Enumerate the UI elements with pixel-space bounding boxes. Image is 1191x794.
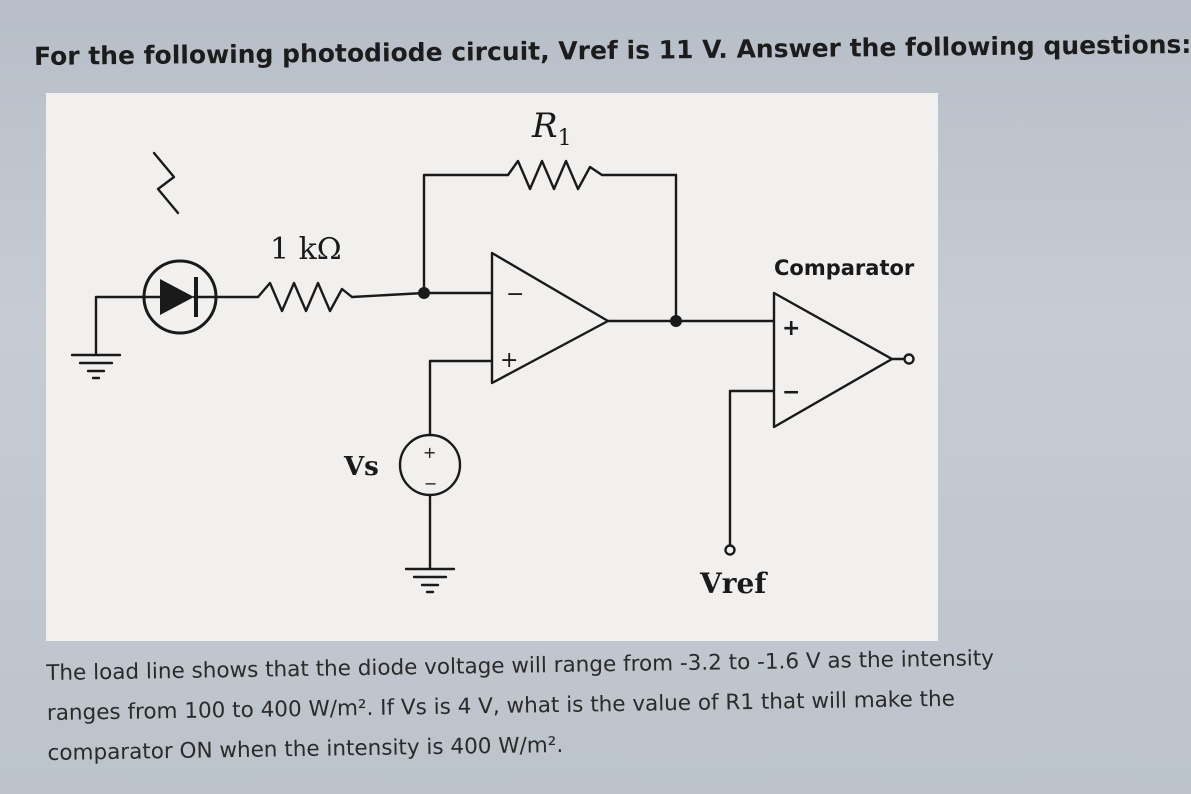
feedback-left-wire (422, 173, 510, 295)
feedback-resistor-label: R1 (531, 106, 572, 151)
comparator-minus-sign: − (782, 380, 800, 405)
photo-background: For the following photodiode circuit, Vr… (33, 29, 1191, 774)
circuit-figure: R1 1 kΩ Vs + − − + Comparator + − Vref (46, 93, 938, 641)
photodiode-triangle-icon (160, 279, 194, 315)
comparator-triangle (772, 291, 894, 429)
light-ray-icon (152, 151, 180, 215)
question-title: For the following photodiode circuit, Vr… (33, 29, 1191, 71)
circuit-diagram: R1 1 kΩ Vs + − − + Comparator + − Vref (70, 106, 915, 600)
vref-wire (728, 389, 776, 547)
vref-label: Vref (699, 567, 768, 600)
junction-dot-inverting (418, 287, 430, 299)
comparator-label: Comparator (774, 256, 915, 280)
source-plus-sign: + (423, 443, 436, 462)
source-minus-sign: − (424, 474, 437, 493)
ground-symbol-left (70, 353, 122, 380)
comparator-plus-sign: + (782, 316, 800, 341)
question-body: The load line shows that the diode volta… (46, 638, 1088, 774)
opamp-minus-sign: − (506, 282, 524, 307)
input-resistor (256, 281, 354, 313)
feedback-resistor (506, 159, 678, 191)
source-label: Vs (343, 452, 379, 482)
comparator-output-terminal (903, 353, 915, 365)
diode-ground-wire (94, 295, 144, 357)
ground-symbol-source (404, 567, 456, 594)
noninverting-wire (428, 359, 494, 437)
opamp-plus-sign: + (500, 348, 518, 373)
junction-dot-output (670, 315, 682, 327)
vref-terminal (724, 544, 736, 556)
opamp-triangle (490, 251, 610, 385)
input-resistor-label: 1 kΩ (270, 232, 342, 267)
